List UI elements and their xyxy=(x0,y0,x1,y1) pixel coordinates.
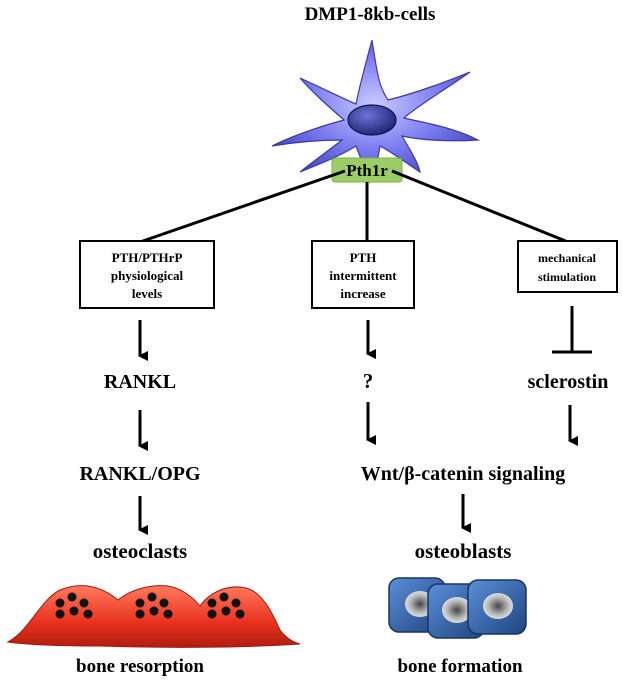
pathway-box-pth-intermittent: PTH intermittent increase xyxy=(311,240,415,309)
svg-text:PTH: PTH xyxy=(350,250,377,265)
svg-text:levels: levels xyxy=(132,286,162,301)
svg-text:physiological: physiological xyxy=(111,268,184,283)
pathway-box-mechanical-stimulation: mechanical stimulation xyxy=(517,240,618,293)
osteoclast-cells-icon xyxy=(6,585,301,648)
bone-resorption-label: bone resorption xyxy=(76,656,204,677)
svg-text:mechanical: mechanical xyxy=(538,251,597,265)
svg-text:increase: increase xyxy=(340,286,385,301)
svg-text:stimulation: stimulation xyxy=(538,270,596,284)
osteoclasts-label: osteoclasts xyxy=(93,539,187,563)
unknown-mediator-label: ? xyxy=(363,369,374,393)
osteoblast-cells-icon xyxy=(388,577,527,639)
bone-formation-label: bone formation xyxy=(397,656,523,677)
cell-nucleus xyxy=(347,104,397,136)
rankl-opg-label: RANKL/OPG xyxy=(79,463,201,485)
wnt-signaling-label: Wnt/β-catenin signaling xyxy=(361,463,565,485)
receptor-label: Pth1r xyxy=(346,161,388,180)
sclerostin-label: sclerostin xyxy=(528,371,609,393)
rankl-label: RANKL xyxy=(104,371,176,393)
svg-text:PTH/PTHrP: PTH/PTHrP xyxy=(112,250,183,265)
branch-line-left xyxy=(139,169,346,244)
branch-line-right xyxy=(391,169,569,244)
osteoblasts-label: osteoblasts xyxy=(415,539,512,563)
svg-text:intermittent: intermittent xyxy=(329,268,397,283)
pathway-box-pth-physiological: PTH/PTHrP physiological levels xyxy=(79,240,215,309)
diagram-title: DMP1-8kb-cells xyxy=(305,4,436,25)
